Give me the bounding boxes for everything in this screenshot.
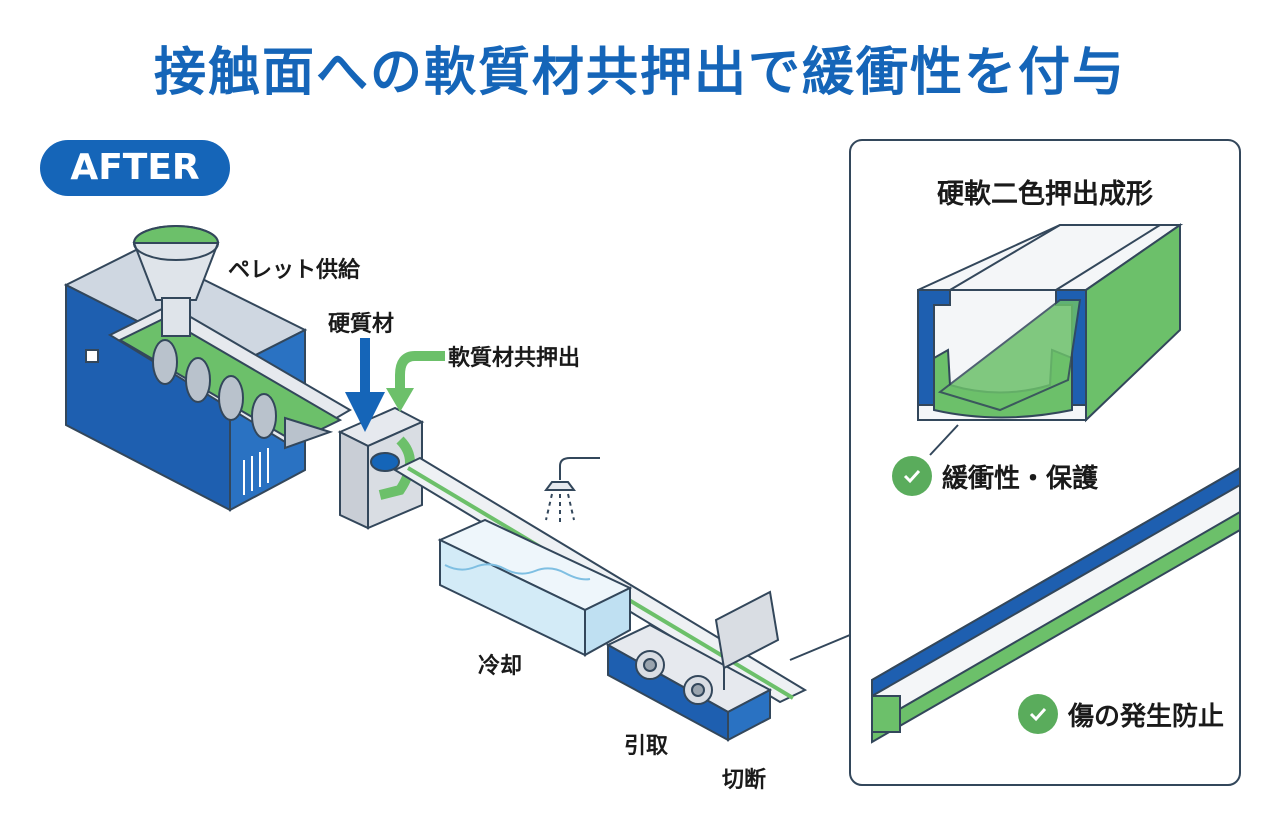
check-icon <box>1018 694 1058 734</box>
curved-arrow-icon <box>395 351 445 392</box>
label-soft-coextrusion: 軟質材共押出 <box>448 346 581 371</box>
benefit-label: 緩衝性・保護 <box>942 463 1099 494</box>
extruder-machine <box>63 225 352 512</box>
label-cooling: 冷却 <box>478 654 523 679</box>
shower-icon <box>544 457 600 522</box>
check-icon <box>892 456 932 496</box>
label-cutting: 切断 <box>722 768 767 793</box>
puller-unit <box>605 623 773 742</box>
benefit-cushioning: 緩衝性・保護 <box>892 456 1098 496</box>
page-title: 接触面への軟質材共押出で緩衝性を付与 <box>153 43 1126 103</box>
cutter-blade <box>714 590 780 690</box>
panel-title: 硬軟二色押出成形 <box>937 179 1153 210</box>
label-pellet: ペレット供給 <box>228 258 361 283</box>
profile-closeup-bottom <box>871 466 1241 744</box>
cooling-tank <box>437 518 633 657</box>
benefit-scratch-prevention: 傷の発生防止 <box>1018 694 1224 734</box>
profile-closeup-top <box>917 223 1184 423</box>
benefit-label: 傷の発生防止 <box>1068 701 1225 732</box>
label-hard-material: 硬質材 <box>328 312 395 337</box>
label-pulling: 引取 <box>624 734 669 759</box>
after-badge: AFTER <box>40 140 230 196</box>
